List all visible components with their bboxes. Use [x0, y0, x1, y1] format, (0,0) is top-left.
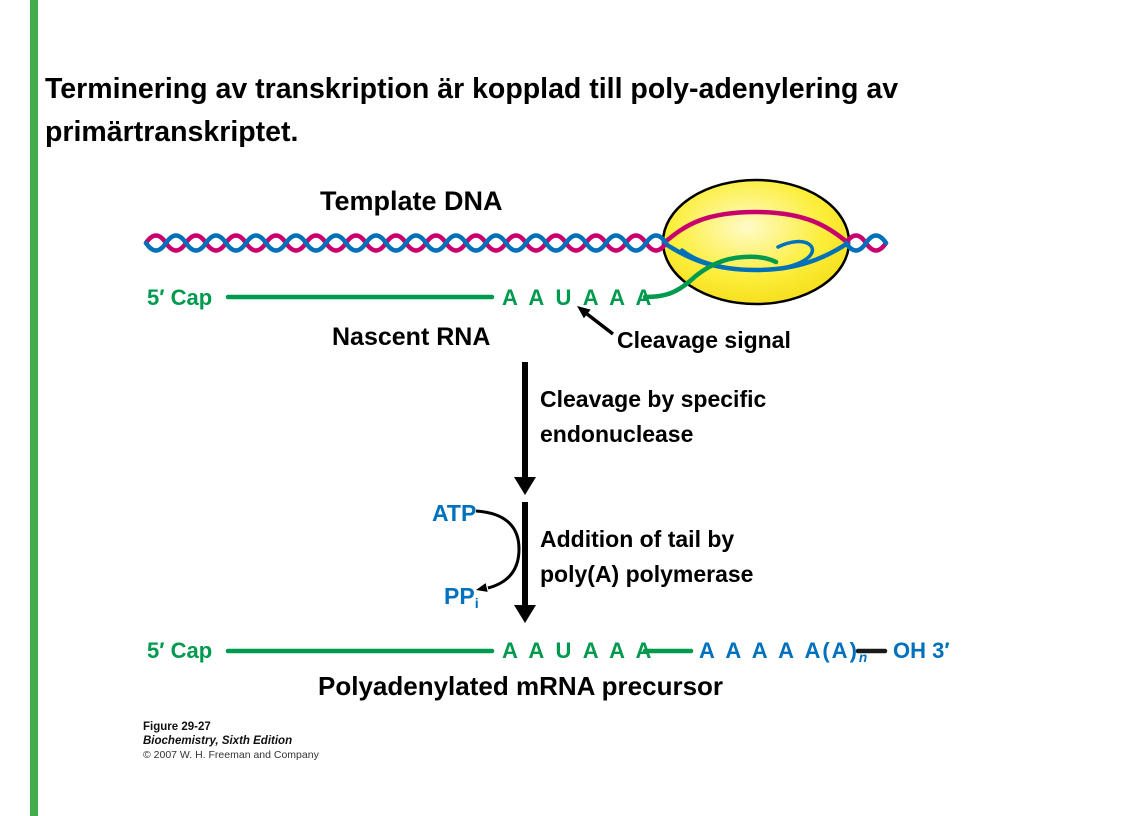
nascent-rna-line — [225, 254, 779, 300]
rna-polymerase-blob — [661, 178, 851, 306]
cleavage-signal-label: Cleavage signal — [617, 327, 791, 353]
figure-caption: Figure 29-27 Biochemistry, Sixth Edition… — [143, 720, 319, 762]
ppi-base: PP — [444, 583, 475, 609]
ppi-label: PPi — [444, 583, 479, 612]
five-prime-cap-label-bottom: 5′ Cap — [147, 638, 213, 663]
slide-title-line2: primärtranskriptet. — [45, 116, 299, 148]
slide-title: Terminering av transkription är kopplad … — [45, 68, 898, 154]
dna-helix-left — [143, 233, 669, 253]
aauaaa-sequence-top: A A U A A A — [502, 285, 654, 310]
nascent-rna-label: Nascent RNA — [332, 323, 491, 351]
slide-title-line1: Terminering av transkription är kopplad … — [45, 73, 899, 105]
polyadenylation-step-line1: Addition of tail by — [540, 526, 735, 552]
cleavage-signal-arrow — [577, 306, 615, 336]
oh-three-prime-label: OH 3′ — [893, 638, 950, 663]
book-title: Biochemistry, Sixth Edition — [143, 735, 293, 747]
dna-helix-right — [843, 233, 889, 253]
poly-a-tail-text: A A A A A(A) — [699, 638, 859, 663]
polyadenylation-step-line2: poly(A) polymerase — [540, 561, 754, 587]
figure-number: Figure 29-27 — [143, 721, 211, 733]
five-prime-cap-label-top: 5′ Cap — [147, 285, 213, 310]
poly-a-tail-sequence: A A A A A(A)n — [699, 638, 869, 665]
polyadenylation-step-label: Addition of tail by poly(A) polymerase — [540, 522, 753, 592]
polyadenylated-mrna-label: Polyadenylated mRNA precursor — [318, 671, 724, 701]
atp-ppi-curved-arrow — [475, 509, 521, 592]
ppi-subscript: i — [474, 595, 479, 612]
template-dna-label: Template DNA — [320, 186, 503, 216]
aauaaa-sequence-bottom: A A U A A A — [502, 638, 654, 663]
left-accent-bar — [30, 0, 38, 816]
cleavage-step-label: Cleavage by specific endonuclease — [540, 382, 766, 452]
cleavage-down-arrow — [514, 362, 536, 495]
polyadenylation-down-arrow — [514, 502, 536, 623]
poly-a-subscript: n — [858, 649, 870, 665]
cleavage-step-line1: Cleavage by specific — [540, 386, 767, 412]
atp-label: ATP — [432, 500, 477, 526]
copyright-line: © 2007 W. H. Freeman and Company — [143, 749, 319, 761]
cleavage-step-line2: endonuclease — [540, 421, 694, 447]
